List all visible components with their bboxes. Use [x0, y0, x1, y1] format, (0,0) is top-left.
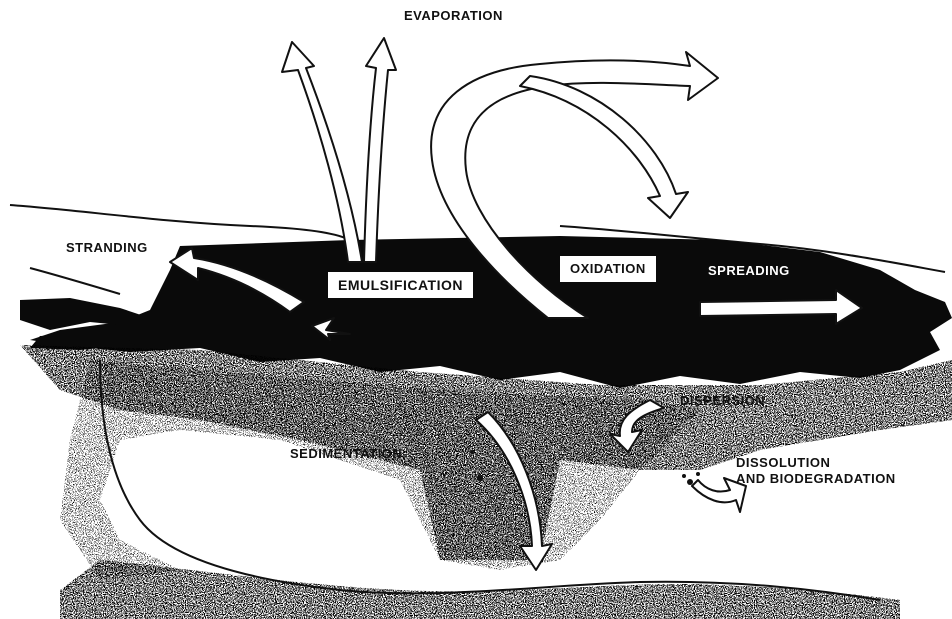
seabed	[60, 560, 900, 619]
dissolution-label-line1: DISSOLUTION	[736, 455, 896, 471]
evaporation-label: EVAPORATION	[404, 8, 503, 24]
sedimentation-label: SEDIMENTATION	[290, 446, 402, 462]
oxidation-label: OXIDATION	[560, 256, 656, 282]
spreading-label: SPREADING	[698, 258, 800, 284]
oxidation-arrow	[520, 76, 688, 218]
stranding-label: STRANDING	[66, 240, 148, 256]
evaporation-arrow-right	[364, 38, 396, 262]
shoreline-waves	[20, 298, 150, 350]
emulsification-label: EMULSIFICATION	[328, 272, 473, 298]
dispersion-label: DISPERSION	[680, 393, 765, 409]
dissolution-biodegradation-label: DISSOLUTION AND BIODEGRADATION	[736, 455, 896, 487]
dissolution-label-line2: AND BIODEGRADATION	[736, 471, 896, 487]
